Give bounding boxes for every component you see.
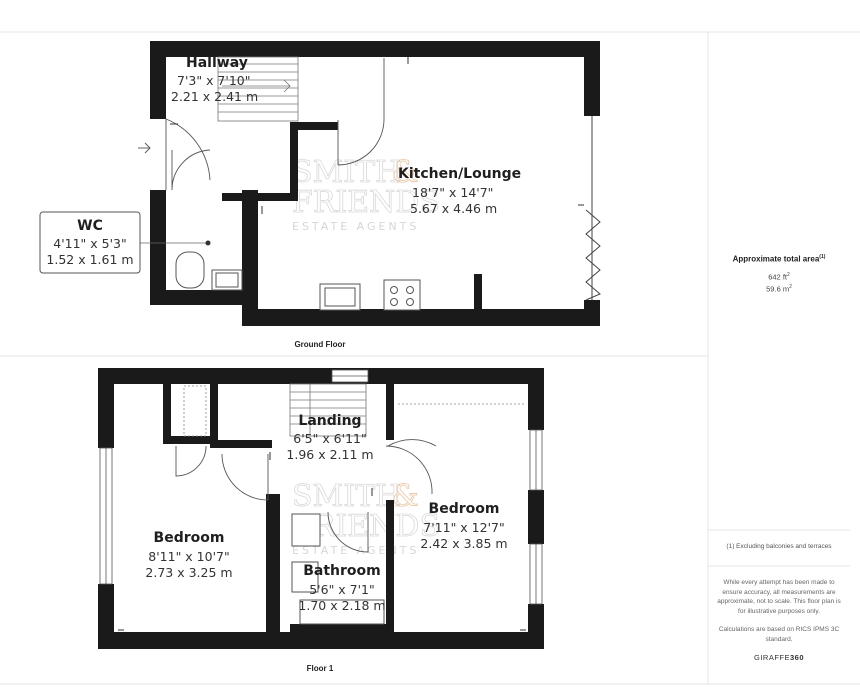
bathroom-basin <box>291 513 321 547</box>
wc-toilet <box>175 251 205 289</box>
area-m: 59.6 m2 <box>766 284 792 294</box>
bedroom-right-metric: 2.42 x 3.85 m <box>420 536 507 551</box>
area-ft: 642 ft2 <box>768 272 790 282</box>
floor1-label: Floor 1 <box>307 664 334 673</box>
landing-stairs <box>289 383 367 437</box>
watermark-ground: SMITH & FRIENDS ESTATE AGENTS <box>292 155 441 233</box>
landing-metric: 1.96 x 2.11 m <box>286 447 373 462</box>
ground-floor-plan: Hallway 7'3" x 7'10" 2.21 x 2.41 m Kitch… <box>39 41 601 349</box>
hallway-stairs <box>217 56 299 122</box>
kitchen-name: Kitchen/Lounge <box>398 166 521 182</box>
patio-doors <box>585 116 601 301</box>
bathroom-bath <box>299 599 385 625</box>
bathroom-name: Bathroom <box>303 563 381 579</box>
bedroom-left-name: Bedroom <box>154 530 225 546</box>
kitchen-hob <box>383 279 421 311</box>
svg-text:&: & <box>392 155 419 190</box>
sidebar-panel: Approximate total area(1) 642 ft2 59.6 m… <box>708 32 850 684</box>
svg-text:ESTATE AGENTS: ESTATE AGENTS <box>292 544 419 557</box>
calc-note: Calculations are based on RICS IPMS 3C s… <box>718 626 840 643</box>
ground-floor-label: Ground Floor <box>294 340 345 349</box>
exclusion-note: (1) Excluding balconies and terraces <box>726 543 832 550</box>
floor1-doors <box>175 439 437 553</box>
svg-text:&: & <box>392 479 419 514</box>
floor1-walls <box>98 368 544 649</box>
ground-floor-fixtures <box>175 251 421 311</box>
hallway-name: Hallway <box>186 55 248 71</box>
floor1-windows <box>99 369 543 605</box>
svg-text:SMITH: SMITH <box>292 479 401 514</box>
bedroom-left-metric: 2.73 x 3.25 m <box>145 565 232 580</box>
floor1-marks <box>118 452 526 631</box>
bathroom-fixtures <box>291 513 385 625</box>
hallway-imperial: 7'3" x 7'10" <box>177 73 250 88</box>
wc-name: WC <box>77 218 103 234</box>
ground-floor-doors <box>138 58 385 191</box>
hallway-metric: 2.21 x 2.41 m <box>171 89 258 104</box>
area-title: Approximate total area(1) <box>732 254 826 264</box>
wc-metric: 1.52 x 1.61 m <box>46 252 133 267</box>
landing-name: Landing <box>298 413 361 429</box>
frame-lines <box>0 31 860 685</box>
bathroom-metric: 1.70 x 2.18 m <box>298 598 385 613</box>
floor1-wardrobes <box>183 385 526 437</box>
svg-text:SMITH: SMITH <box>292 155 401 190</box>
disclaimer: While every attempt has been made to ens… <box>717 579 841 615</box>
ground-floor-walls <box>150 41 600 326</box>
wc-callout: WC 4'11" x 5'3" 1.52 x 1.61 m <box>39 211 211 274</box>
floor1-plan: Landing 6'5" x 6'11" 1.96 x 2.11 m Bedro… <box>98 368 544 673</box>
ground-window-marks <box>170 57 584 214</box>
bedroom-left-imperial: 8'11" x 10'7" <box>148 549 229 564</box>
bathroom-toilet <box>291 561 319 593</box>
kitchen-metric: 5.67 x 4.46 m <box>410 201 497 216</box>
svg-text:FRIENDS: FRIENDS <box>292 185 440 220</box>
bedroom-right-name: Bedroom <box>429 501 500 517</box>
brand-logo: GIRAFFE360 <box>753 653 805 662</box>
bedroom-right-imperial: 7'11" x 12'7" <box>423 520 504 535</box>
kitchen-imperial: 18'7" x 14'7" <box>412 185 493 200</box>
svg-text:ESTATE AGENTS: ESTATE AGENTS <box>292 220 419 233</box>
wc-imperial: 4'11" x 5'3" <box>53 236 126 251</box>
bathroom-imperial: 5'6" x 7'1" <box>309 582 375 597</box>
landing-imperial: 6'5" x 6'11" <box>293 431 366 446</box>
